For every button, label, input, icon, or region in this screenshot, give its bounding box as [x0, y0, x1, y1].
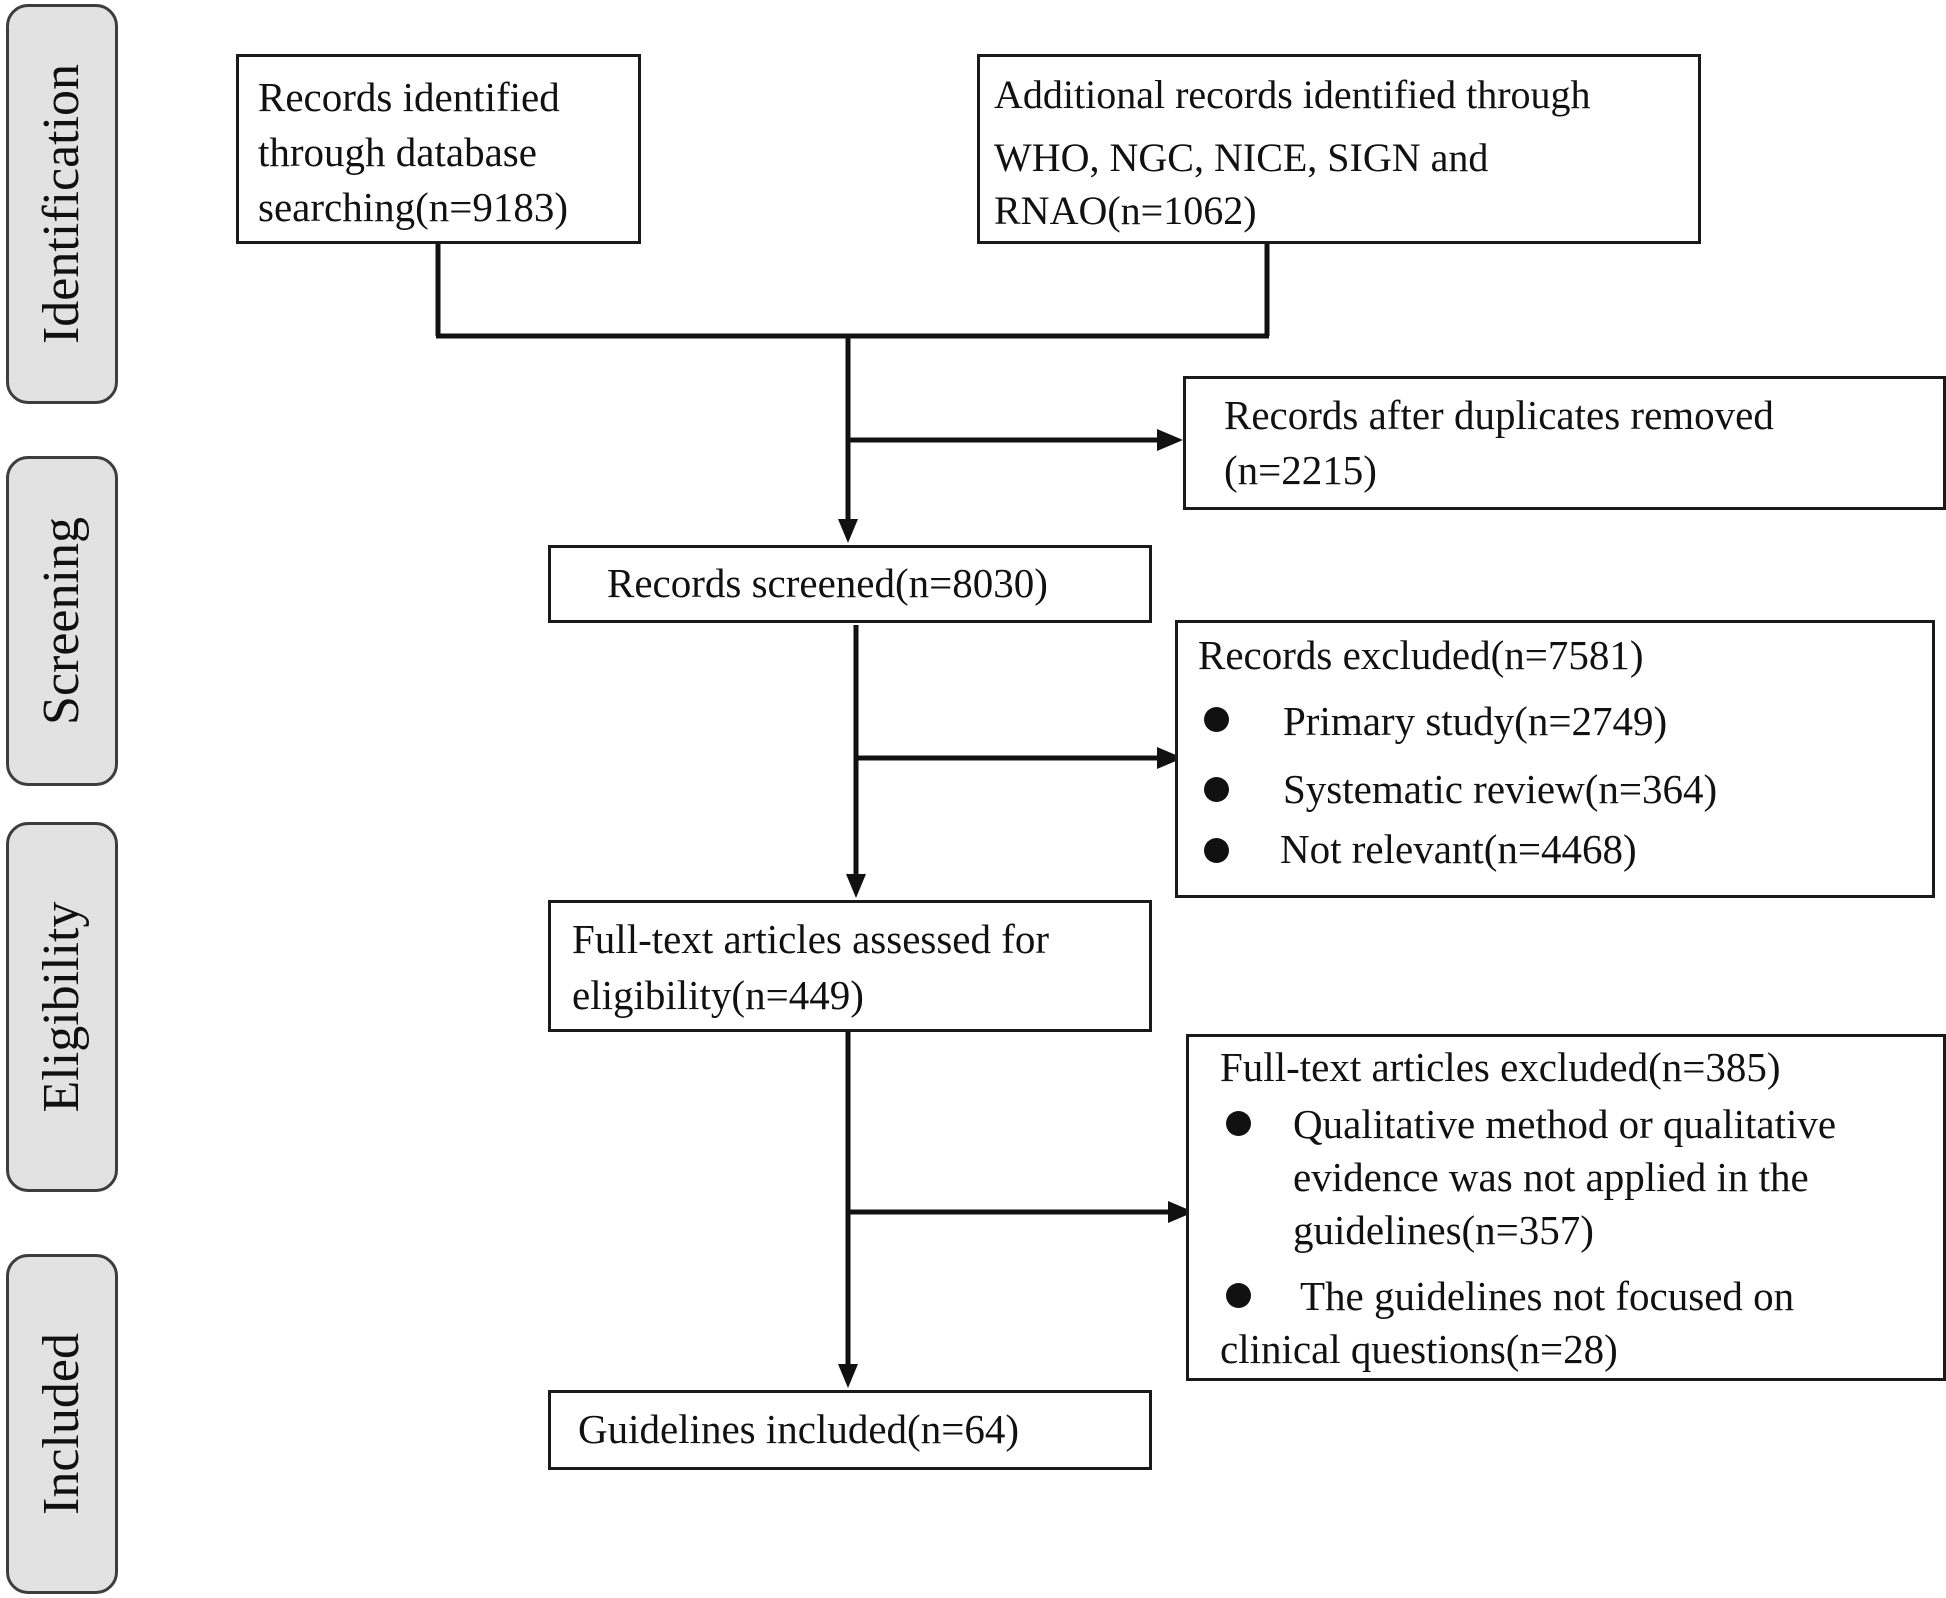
stage-eligibility: Eligibility — [6, 822, 118, 1192]
stage-included: Included — [6, 1254, 118, 1594]
records-excluded-box — [1175, 620, 1935, 898]
duplicates-removed-box — [1183, 376, 1946, 510]
records-excluded-item-3: Not relevant(n=4468) — [1280, 826, 1637, 872]
full-text-excluded-box — [1186, 1034, 1946, 1381]
records-screened-line-1: Records screened(n=8030) — [607, 560, 1048, 606]
additional-records-line-2: WHO, NGC, NICE, SIGN and — [994, 135, 1489, 180]
bullet-icon — [1204, 838, 1229, 863]
full-text-excluded-item-1-line-1: Qualitative method or qualitative — [1293, 1101, 1837, 1147]
full-text-assessed-line-1: Full-text articles assessed for — [572, 916, 1050, 962]
stage-identification: Identification — [6, 4, 118, 404]
database-records-line-2: through database — [258, 129, 537, 175]
guidelines-included-box — [548, 1390, 1152, 1470]
full-text-excluded-item-2-line-2: clinical questions(n=28) — [1220, 1326, 1618, 1372]
records-screened-box — [548, 545, 1152, 623]
full-text-assessed-box — [548, 900, 1152, 1032]
arrow-to-fulltext-excluded — [1168, 1201, 1194, 1223]
full-text-excluded-item-1-line-2: evidence was not applied in the — [1293, 1154, 1809, 1200]
arrow-to-excluded — [1157, 747, 1183, 769]
arrow-to-screened — [838, 519, 858, 543]
records-excluded-item-1: Primary study(n=2749) — [1283, 698, 1668, 744]
full-text-assessed-line-2: eligibility(n=449) — [572, 972, 864, 1018]
records-excluded-item-2: Systematic review(n=364) — [1283, 766, 1718, 812]
full-text-excluded-item-2-line-1: The guidelines not focused on — [1300, 1273, 1795, 1319]
arrow-to-duplicates — [1157, 429, 1183, 451]
bullet-icon — [1226, 1283, 1251, 1308]
database-records-line-3: searching(n=9183) — [258, 184, 569, 230]
bullet-icon — [1204, 777, 1229, 802]
bullet-icon — [1204, 707, 1229, 732]
database-records-box — [236, 54, 641, 244]
arrow-to-fulltext — [846, 874, 866, 898]
arrow-to-included — [838, 1364, 858, 1388]
full-text-excluded-item-1-line-3: guidelines(n=357) — [1293, 1207, 1594, 1253]
guidelines-included-line-1: Guidelines included(n=64) — [578, 1406, 1019, 1452]
database-records-line-1: Records identified — [258, 74, 560, 120]
additional-records-box — [977, 54, 1701, 244]
bullet-icon — [1226, 1111, 1251, 1136]
full-text-excluded-title: Full-text articles excluded(n=385) — [1220, 1044, 1781, 1090]
duplicates-removed-line-1: Records after duplicates removed — [1224, 392, 1774, 438]
records-excluded-title: Records excluded(n=7581) — [1198, 632, 1644, 678]
additional-records-line-1: Additional records identified through — [994, 72, 1591, 117]
duplicates-removed-line-2: (n=2215) — [1224, 447, 1377, 493]
stage-screening: Screening — [6, 456, 118, 786]
additional-records-line-3: RNAO(n=1062) — [994, 188, 1257, 233]
